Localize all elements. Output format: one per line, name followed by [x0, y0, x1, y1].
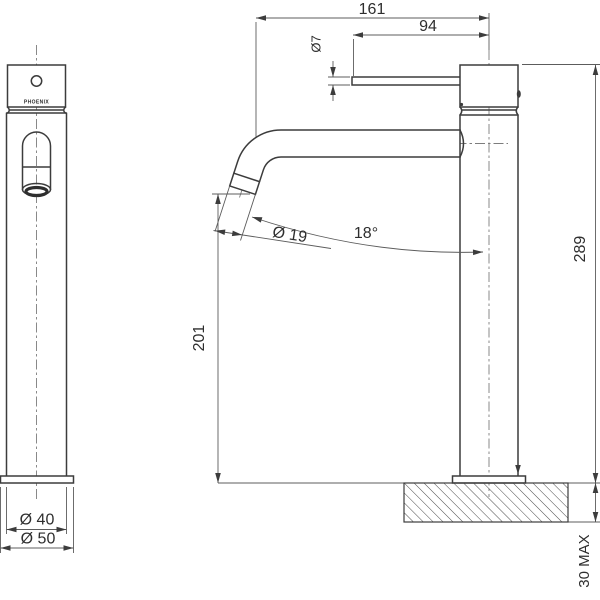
bench-max-label: 30 MAX: [576, 534, 593, 587]
dim-base-diameter: Ø 50: [0, 487, 74, 553]
dim-overall-height: 289: [522, 64, 600, 483]
front-view: PHOENIX: [0, 45, 75, 502]
side-body: [459, 114, 519, 477]
side-view: [228, 13, 527, 497]
spout-tube: [228, 129, 461, 196]
handle-pivot-pin: [516, 90, 521, 98]
overall-height-label: 289: [572, 236, 589, 263]
side-collar: [459, 106, 519, 116]
cap-set-screw: [459, 102, 464, 107]
reach-label: 161: [359, 1, 386, 18]
dim-spout-diameter: Ø 19: [213, 185, 332, 249]
aerator-ring: [24, 185, 49, 198]
spout-body-bead: [459, 129, 465, 158]
dim-spout-height: 201: [191, 193, 250, 483]
lever-handle: [351, 76, 463, 86]
dim-handle-diameter: Ø7: [309, 35, 350, 101]
cartridge-cap: [459, 64, 519, 108]
side-base-flange: [451, 475, 527, 484]
spout-joint-line: [233, 172, 261, 183]
dim-spout-angle: 18°: [251, 216, 484, 256]
front-body: [5, 112, 68, 477]
dim-reach: 161: [255, 1, 489, 137]
base-diameter-label: Ø 50: [21, 531, 56, 548]
spout-angle-label: 18°: [354, 225, 378, 242]
front-spout: [21, 131, 52, 191]
brand-label: PHOENIX: [24, 100, 50, 106]
spout-height-label: 201: [191, 325, 208, 352]
front-collar: [6, 106, 67, 114]
body-diameter-label: Ø 40: [20, 512, 55, 529]
edge-arrow: [515, 465, 521, 474]
bench-hatch: [403, 482, 569, 523]
dim-body-diameter: Ø 40: [6, 487, 67, 534]
handle-diameter-label: Ø7: [309, 35, 324, 52]
bench-section: [218, 482, 600, 523]
front-base-flange: [0, 475, 75, 484]
dim-bench-max: 30 MAX: [576, 483, 599, 588]
spout-diameter-label: Ø 19: [271, 224, 308, 246]
dim-handle: 94: [353, 18, 489, 76]
handle-length-label: 94: [419, 18, 437, 35]
front-button: [30, 75, 43, 87]
